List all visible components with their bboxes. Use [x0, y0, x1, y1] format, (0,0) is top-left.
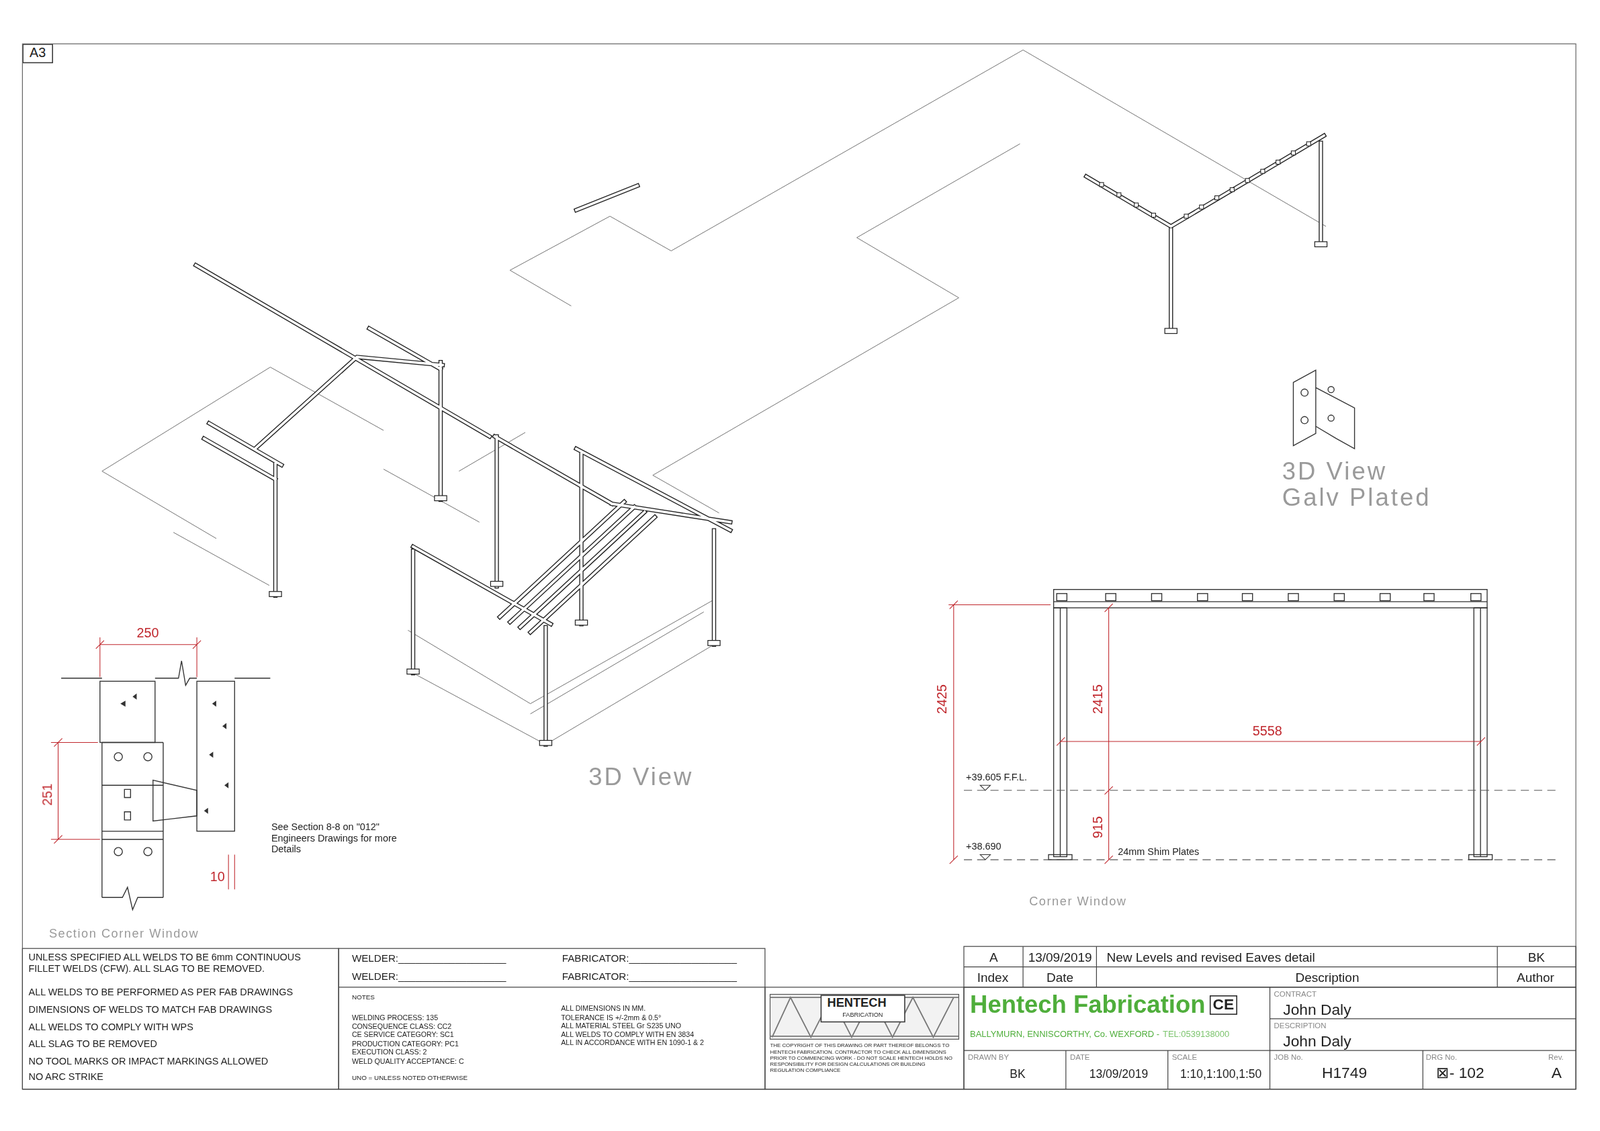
spec-note: PRODUCTION CATEGORY: PC1	[351, 1039, 459, 1048]
table-header: Description	[1295, 971, 1359, 987]
table-cell: BK	[1528, 950, 1545, 966]
spec-note: UNO = UNLESS NOTED OTHERWISE	[351, 1074, 468, 1082]
spec-note: EXECUTION CLASS: 2	[351, 1048, 428, 1057]
company-phone: TEL:0539138000	[1162, 1030, 1230, 1041]
table-cell: A	[989, 950, 999, 966]
signature-field: WELDER:___________________	[351, 971, 507, 983]
logo-text: FABRICATION	[842, 1011, 883, 1019]
signature-field: FABRICATOR:___________________	[562, 971, 737, 983]
spec-note: ALL WELDS TO COMPLY WITH EN 3834	[560, 1030, 694, 1039]
table-cell: New Levels and revised Eaves detail	[1106, 950, 1316, 966]
floor-outline	[102, 49, 1326, 745]
company-name: Hentech Fabrication	[969, 990, 1206, 1019]
view-title: Section Corner Window	[49, 926, 199, 942]
sheet-size-box: A3	[22, 43, 53, 64]
steel-frame	[196, 135, 1328, 746]
title-block-grid	[22, 946, 1576, 1090]
view-title: 3D View	[588, 763, 694, 792]
section-detail	[51, 637, 271, 910]
elevation	[948, 589, 1556, 864]
table-header: Index	[977, 971, 1009, 987]
spec-note: CE SERVICE CATEGORY: SC1	[351, 1031, 455, 1040]
view-title: 3D View	[1282, 456, 1388, 485]
table-header: Date	[1046, 971, 1074, 987]
sheet-size-label: A3	[29, 45, 46, 62]
spec-note: TOLERANCE IS +/-2mm & 0.5°	[560, 1013, 661, 1022]
field-label: DRAWN BY	[967, 1053, 1009, 1063]
company-logo	[769, 994, 959, 1040]
field-label: SCALE	[1172, 1053, 1197, 1063]
spec-note: CONSEQUENCE CLASS: CC2	[351, 1022, 452, 1031]
dimension: 5558	[1252, 724, 1283, 740]
field-value: 13/09/2019	[1089, 1068, 1148, 1082]
weld-note: ALL WELDS TO COMPLY WITH WPS	[28, 1022, 194, 1034]
field-value: BK	[1009, 1068, 1026, 1082]
dimension: 250	[136, 626, 159, 642]
spec-note: ALL DIMENSIONS IN MM.	[560, 1004, 646, 1013]
field-value: John Daly	[1282, 1000, 1351, 1019]
sheet-border	[22, 43, 1576, 1089]
field-label: DRG No.	[1426, 1053, 1457, 1063]
spec-note: ALL IN ACCORDANCE WITH EN 1090-1 & 2	[560, 1039, 704, 1048]
dimension: 2425	[935, 684, 951, 715]
weld-note: DIMENSIONS OF WELDS TO MATCH FAB DRAWING…	[28, 1004, 273, 1017]
spec-note: ALL MATERIAL STEEL Gr S235 UNO	[560, 1022, 682, 1031]
field-value: A	[1551, 1063, 1562, 1082]
weld-note: ALL WELDS TO BE PERFORMED AS PER FAB DRA…	[28, 987, 294, 999]
table-header: Author	[1516, 971, 1555, 987]
dimension: 915	[1091, 816, 1107, 839]
ce-mark: CE	[1209, 995, 1238, 1015]
level-label: +39.605 F.F.L.	[965, 772, 1028, 784]
field-label: CONTRACT	[1274, 990, 1317, 999]
table-cell: 13/09/2019	[1028, 950, 1093, 966]
field-value: H1749	[1321, 1063, 1367, 1082]
signature-field: FABRICATOR:___________________	[562, 952, 737, 964]
field-label: JOB No.	[1274, 1053, 1304, 1063]
weld-note: NO TOOL MARKS OR IMPACT MARKINGS ALLOWED	[28, 1056, 269, 1069]
logo-text: HENTECH	[827, 996, 887, 1011]
company-address: BALLYMURN, ENNISCORTHY, Co. WEXFORD -	[969, 1030, 1160, 1041]
field-label: Rev.	[1548, 1053, 1564, 1063]
weld-note: UNLESS SPECIFIED ALL WELDS TO BE 6mm CON…	[28, 951, 336, 974]
signature-field: WELDER:___________________	[351, 952, 507, 964]
spec-note: WELDING PROCESS: 135	[351, 1013, 438, 1022]
notes-heading: NOTES	[351, 993, 375, 1001]
spec-note: WELD QUALITY ACCEPTANCE: C	[351, 1057, 465, 1066]
view-title: Galv Plated	[1282, 483, 1432, 512]
field-value: 1:10,1:100,1:50	[1180, 1068, 1262, 1082]
dimension: 2415	[1091, 684, 1107, 715]
weld-note: NO ARC STRIKE	[28, 1072, 104, 1084]
note: 24mm Shim Plates	[1117, 846, 1199, 858]
note: See Section 8-8 on "012" Engineers Drawi…	[271, 822, 415, 856]
dimension: 251	[40, 783, 57, 807]
field-value: John Daly	[1282, 1032, 1351, 1050]
field-label: DESCRIPTION	[1274, 1022, 1327, 1032]
view-title: Corner Window	[1029, 895, 1127, 910]
dimension: 10	[210, 869, 226, 886]
galv-plate	[1293, 370, 1355, 449]
weld-note: ALL SLAG TO BE REMOVED	[28, 1039, 158, 1051]
level-label: +38.690	[965, 841, 1002, 854]
field-value: ⊠- 102	[1436, 1063, 1485, 1082]
copyright-note: THE COPYRIGHT OF THIS DRAWING OR PART TH…	[769, 1042, 959, 1074]
field-label: DATE	[1070, 1053, 1091, 1063]
